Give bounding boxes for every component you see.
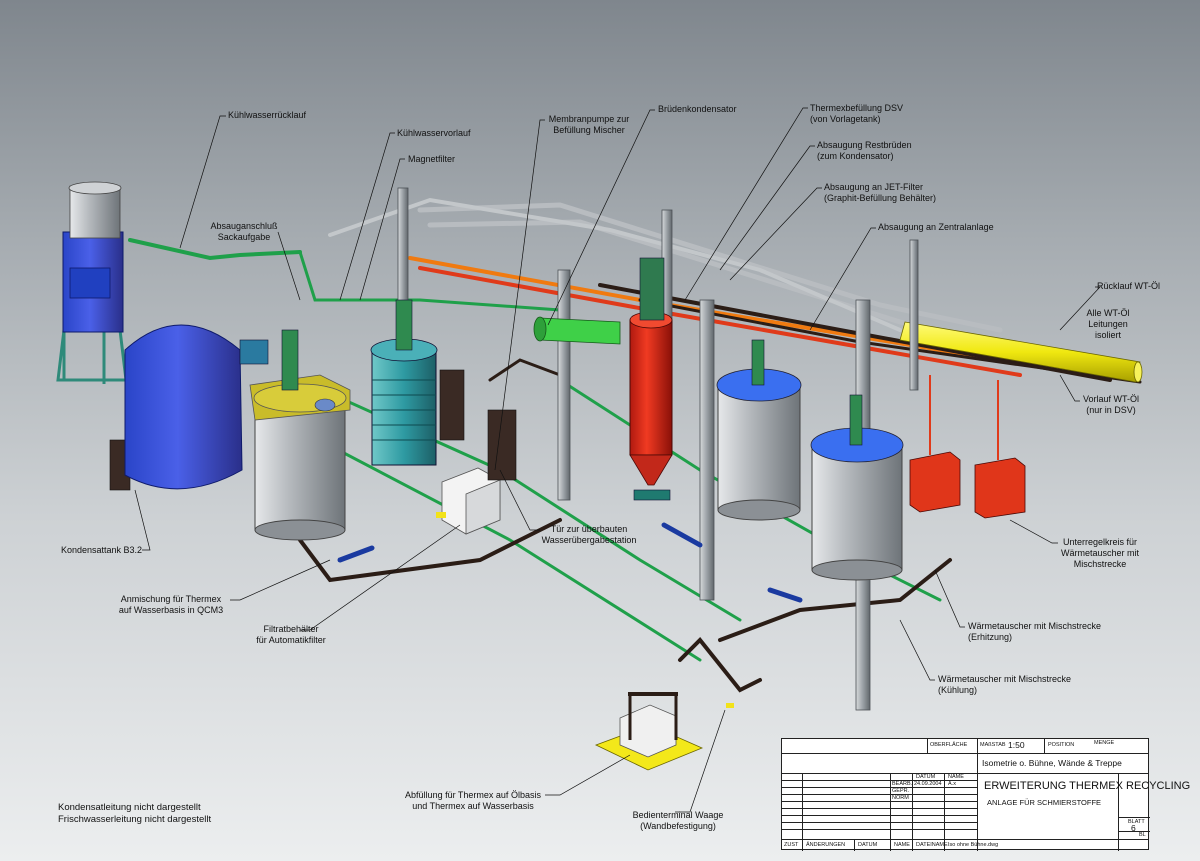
tb-bearb-datum: 24.09.2004 bbox=[914, 781, 942, 787]
filtrate-tank bbox=[436, 467, 501, 535]
tb-oberflaeche: OBERFLÄCHE bbox=[930, 742, 968, 748]
tb-massstab-label: MAßSTAB bbox=[980, 742, 1006, 748]
tb-menge: MENGE bbox=[1094, 740, 1115, 746]
filtrat-line2: für Automatikfilter bbox=[256, 635, 326, 645]
unterregel-line2: Wärmetauscher mit bbox=[1060, 548, 1140, 558]
label-membranpumpe: Membranpumpe zur Befüllung Mischer bbox=[545, 114, 633, 136]
thermex-line1: Thermexbefüllung DSV bbox=[810, 103, 904, 113]
tb-gepr: GEPR. bbox=[892, 788, 910, 794]
unterregel-line3: Mischstrecke bbox=[1073, 559, 1127, 569]
red-heat-exchanger-boxes bbox=[909, 375, 1026, 519]
label-kondensattank: Kondensattank B3.2 bbox=[60, 545, 142, 555]
blue-cabinet-unit bbox=[56, 181, 128, 384]
membranpumpe-line1: Membranpumpe zur bbox=[548, 114, 630, 124]
red-reactor-column bbox=[629, 257, 673, 501]
label-abfuellung: Abfüllung für Thermex auf Ölbasis und Th… bbox=[400, 790, 546, 812]
tb-bearb: BEARB. bbox=[892, 781, 913, 787]
tb-datum-header: DATUM bbox=[916, 774, 936, 780]
note-line2: Frischwasserleitung nicht dargestellt bbox=[58, 814, 212, 825]
tb-main-title: ERWEITERUNG THERMEX RECYCLING bbox=[984, 780, 1191, 792]
wt-kuehlung-line1: Wärmetauscher mit Mischstrecke bbox=[938, 674, 1072, 684]
teal-reactor bbox=[370, 299, 465, 466]
restbrueden-line1: Absaugung Restbrüden bbox=[817, 140, 912, 150]
restbrueden-line2: (zum Kondensator) bbox=[817, 151, 894, 161]
tb-datum-footer: DATUM bbox=[858, 842, 878, 848]
unterregel-line1: Unterregelkreis für bbox=[1062, 537, 1138, 547]
tb-name-footer: NAME bbox=[894, 842, 910, 848]
label-restbrueden: Absaugung Restbrüden (zum Kondensator) bbox=[817, 140, 912, 162]
label-kuehlwasservorlauf: Kühlwasservorlauf bbox=[397, 128, 471, 138]
tb-position: POSITION bbox=[1048, 742, 1075, 748]
condensate-tank bbox=[109, 324, 269, 491]
wt-isoliert-line3: isoliert bbox=[1094, 330, 1121, 340]
grey-mixer-tank-left bbox=[249, 329, 351, 541]
jet-filter-line2: (Graphit-Befüllung Behälter) bbox=[824, 193, 937, 203]
tb-sub-title: ANLAGE FÜR SCHMIERSTOFFE bbox=[987, 798, 1102, 807]
green-condenser bbox=[533, 316, 621, 345]
title-block: OBERFLÄCHE MAßSTAB 1:50 POSITION MENGE I… bbox=[781, 738, 1190, 851]
tb-view-title: Isometrie o. Bühne, Wände & Treppe bbox=[982, 758, 1122, 768]
label-zentralanlage: Absaugung an Zentralanlage bbox=[878, 222, 994, 232]
tb-dateiname-label: DATEINAME bbox=[916, 842, 948, 848]
wt-erhitzung-line2: (Erhitzung) bbox=[968, 632, 1013, 642]
label-wt-kuehlung: Wärmetauscher mit Mischstrecke (Kühlung) bbox=[938, 674, 1071, 696]
tuer-line2: Wasserübergabestation bbox=[541, 535, 637, 545]
anmischung-line2: auf Wasserbasis in QCM3 bbox=[118, 605, 224, 615]
label-magnetfilter: Magnetfilter bbox=[408, 154, 456, 164]
tb-massstab-value: 1:50 bbox=[1008, 740, 1025, 750]
wt-oil-insulated-pipe bbox=[899, 321, 1143, 383]
label-ruecklauf-wt: Rücklauf WT-Öl bbox=[1097, 281, 1161, 291]
label-thermexbefuellung: Thermexbefüllung DSV (von Vorlagetank) bbox=[810, 103, 903, 125]
tuer-line1: Tür zur überbauten bbox=[550, 524, 628, 534]
wt-erhitzung-line1: Wärmetauscher mit Mischstrecke bbox=[968, 621, 1102, 631]
label-wt-isoliert: Alle WT-Öl Leitungen isoliert bbox=[1080, 308, 1136, 341]
wt-kuehlung-line2: (Kühlung) bbox=[938, 685, 978, 695]
label-filtratbehaelter: Filtratbehälter für Automatikfilter bbox=[236, 624, 346, 646]
label-wt-erhitzung: Wärmetauscher mit Mischstrecke (Erhitzun… bbox=[968, 621, 1101, 643]
abfuellung-line1: Abfüllung für Thermex auf Ölbasis bbox=[405, 790, 541, 800]
anmischung-line1: Anmischung für Thermex bbox=[120, 594, 222, 604]
label-anmischung: Anmischung für Thermex auf Wasserbasis i… bbox=[112, 594, 230, 616]
label-kuehlwasserruecklauf: Kühlwasserrücklauf bbox=[228, 110, 307, 120]
filling-station bbox=[594, 692, 734, 771]
door-panel bbox=[487, 409, 517, 481]
abfuellung-line2: und Thermex auf Wasserbasis bbox=[412, 801, 534, 811]
grey-tank-right bbox=[810, 394, 904, 581]
tb-aenderungen: ÄNDERUNGEN bbox=[806, 842, 846, 848]
tb-blatt-value: 6 bbox=[1131, 823, 1136, 833]
label-tuer: Tür zur überbauten Wasserübergabestation bbox=[533, 524, 645, 546]
label-leader-lines bbox=[134, 107, 1101, 813]
vorlauf-wt-line2: (nur in DSV) bbox=[1086, 405, 1136, 415]
label-bruedenkondensator: Brüdenkondensator bbox=[658, 104, 737, 114]
bedienterminal-line1: Bedienterminal Waage bbox=[632, 810, 724, 820]
vorlauf-wt-line1: Vorlauf WT-Öl bbox=[1082, 394, 1139, 404]
tb-zust: ZUST bbox=[784, 842, 799, 848]
bedienterminal-line2: (Wandbefestigung) bbox=[640, 821, 716, 831]
blue-fittings bbox=[337, 522, 803, 603]
filtrat-line1: Filtratbehälter bbox=[263, 624, 319, 634]
absauganschluss-line1: Absauganschluß bbox=[210, 221, 278, 231]
label-unterregelkreis: Unterregelkreis für Wärmetauscher mit Mi… bbox=[1050, 537, 1150, 570]
thermex-line2: (von Vorlagetank) bbox=[810, 114, 881, 124]
jet-filter-line1: Absaugung an JET-Filter bbox=[824, 182, 924, 192]
wt-isoliert-line1: Alle WT-Öl bbox=[1086, 308, 1130, 318]
absauganschluss-line2: Sackaufgabe bbox=[217, 232, 271, 242]
tb-name-header: NAME bbox=[948, 774, 964, 780]
label-jet-filter: Absaugung an JET-Filter (Graphit-Befüllu… bbox=[824, 182, 936, 204]
label-bedienterminal: Bedienterminal Waage (Wandbefestigung) bbox=[624, 810, 732, 832]
tb-bearb-name: A.x bbox=[948, 781, 956, 787]
wt-isoliert-line2: Leitungen bbox=[1088, 319, 1128, 329]
tb-dateiname-value: Iso ohne Bühne.dwg bbox=[948, 842, 999, 848]
tb-norm: NORM bbox=[892, 795, 909, 801]
tb-blatt-label: BLATT bbox=[1128, 819, 1145, 825]
grey-tank-center bbox=[716, 339, 802, 521]
note-line1: Kondensatleitung nicht dargestellt bbox=[58, 802, 201, 813]
label-vorlauf-wt: Vorlauf WT-Öl (nur in DSV) bbox=[1077, 394, 1145, 416]
tb-bl: BL bbox=[1139, 832, 1146, 838]
notes: Kondensatleitung nicht dargestellt Frisc… bbox=[58, 802, 211, 826]
label-absauganschluss: Absauganschluß Sackaufgabe bbox=[210, 221, 278, 243]
membranpumpe-line2: Befüllung Mischer bbox=[553, 125, 625, 135]
